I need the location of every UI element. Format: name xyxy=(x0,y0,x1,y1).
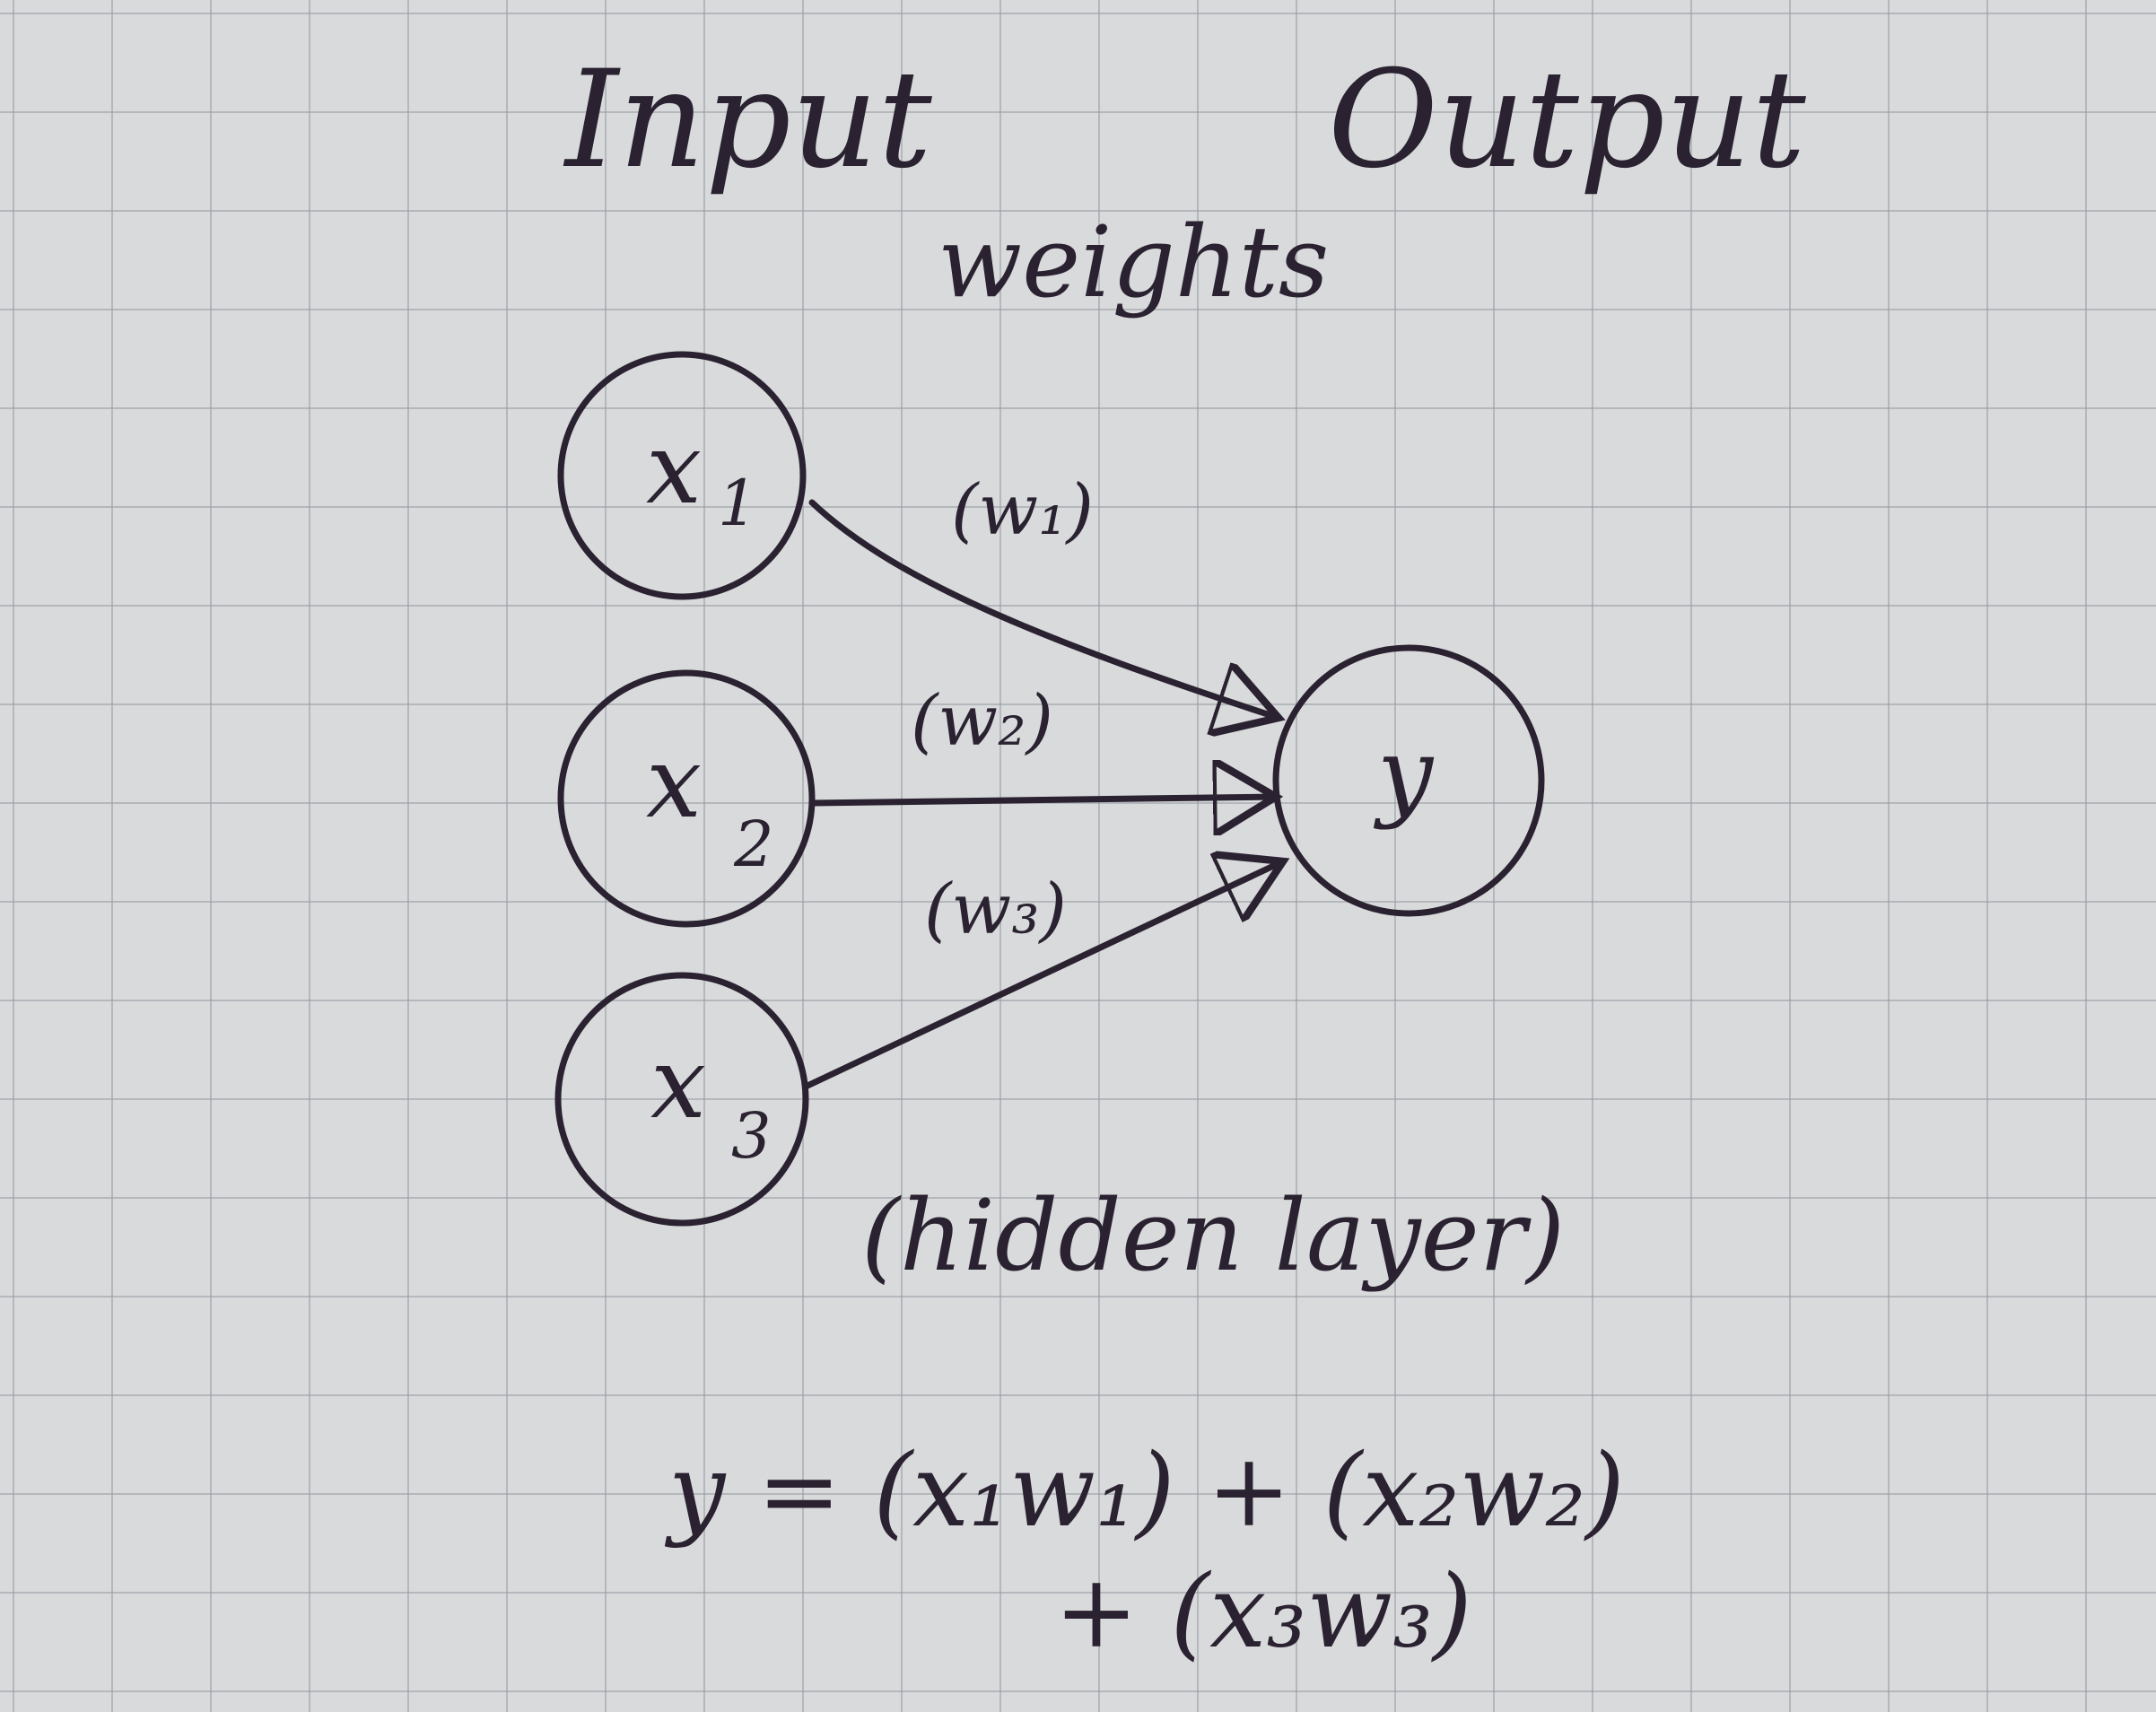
node-label: x xyxy=(646,725,702,840)
node-label: x xyxy=(650,1026,706,1140)
weights-heading: weights xyxy=(938,205,1329,319)
node-subscript: 2 xyxy=(733,808,774,881)
output-node-y: y xyxy=(1272,644,1545,917)
node-circle xyxy=(557,351,807,600)
input-node-x1: x 1 xyxy=(557,351,807,600)
node-subscript: 3 xyxy=(731,1099,772,1173)
weight-label-w2: (w₂) xyxy=(911,681,1053,762)
node-label: y xyxy=(1373,716,1435,831)
node-subscript: 1 xyxy=(718,467,758,540)
weight-label-w3: (w₃) xyxy=(924,869,1067,950)
weight-label-w1: (w₁) xyxy=(951,470,1094,551)
node-circle xyxy=(557,669,816,928)
output-heading: Output xyxy=(1328,42,1806,198)
edge-x3-y xyxy=(804,861,1283,1089)
edge-x1-y xyxy=(808,499,1279,718)
input-heading: Input xyxy=(563,42,932,198)
hidden-layer-caption: (hidden layer) xyxy=(861,1178,1565,1293)
node-label: x xyxy=(646,411,702,526)
edge-x2-y xyxy=(808,797,1276,803)
node-circle xyxy=(554,972,809,1227)
input-node-x3: x 3 xyxy=(554,972,809,1227)
equation-line-2: + (x₃w₃) xyxy=(1054,1554,1472,1671)
input-node-x2: x 2 xyxy=(557,669,816,928)
equation-line-1: y = (x₁w₁) + (x₂w₂) xyxy=(664,1433,1625,1550)
